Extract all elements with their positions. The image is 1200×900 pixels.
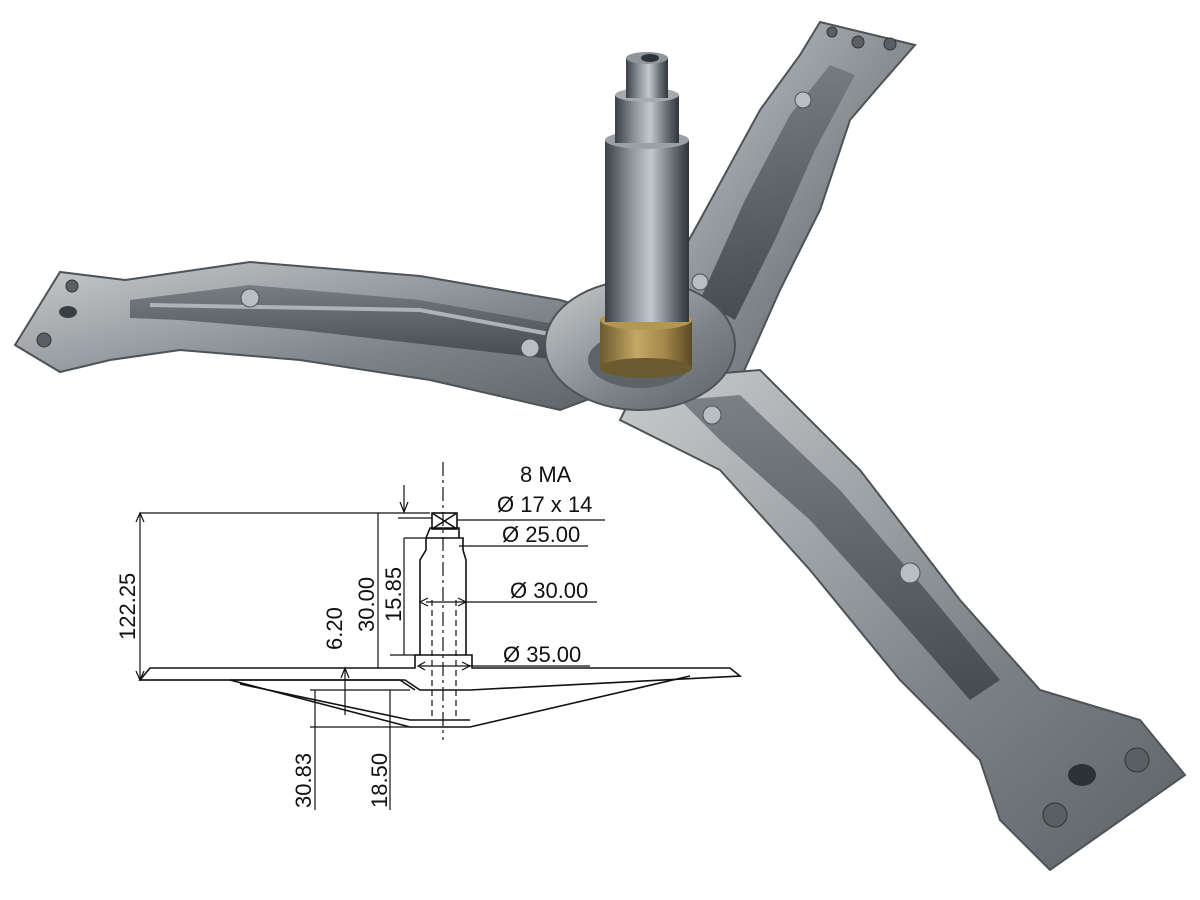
height-122-label: 122.25 (115, 573, 140, 640)
spider-arm-left (13, 260, 642, 412)
height-3083-label: 30.83 (291, 753, 316, 808)
diameter-35-label: Ø 35.00 (503, 642, 581, 667)
height-1850-label: 18.50 (367, 753, 392, 808)
thread-label: 8 MA (520, 462, 572, 487)
spindle-shaft (600, 52, 692, 378)
mount-hole-icon (59, 306, 77, 318)
diameter-30-label: Ø 30.00 (510, 578, 588, 603)
diameter-25-label: Ø 25.00 (502, 522, 580, 547)
spider-arm-upper-right (648, 20, 917, 382)
height-30-label: 30.00 (354, 577, 379, 632)
height-620-label: 6.20 (322, 607, 347, 650)
mount-hole-icon (1068, 764, 1096, 786)
spider-arm-lower-right (618, 368, 1187, 872)
dimension-lines (135, 485, 605, 810)
height-1585-label: 15.85 (381, 567, 406, 622)
drawing-part-outline (138, 462, 743, 740)
diameter-17x14-label: Ø 17 x 14 (497, 492, 592, 517)
